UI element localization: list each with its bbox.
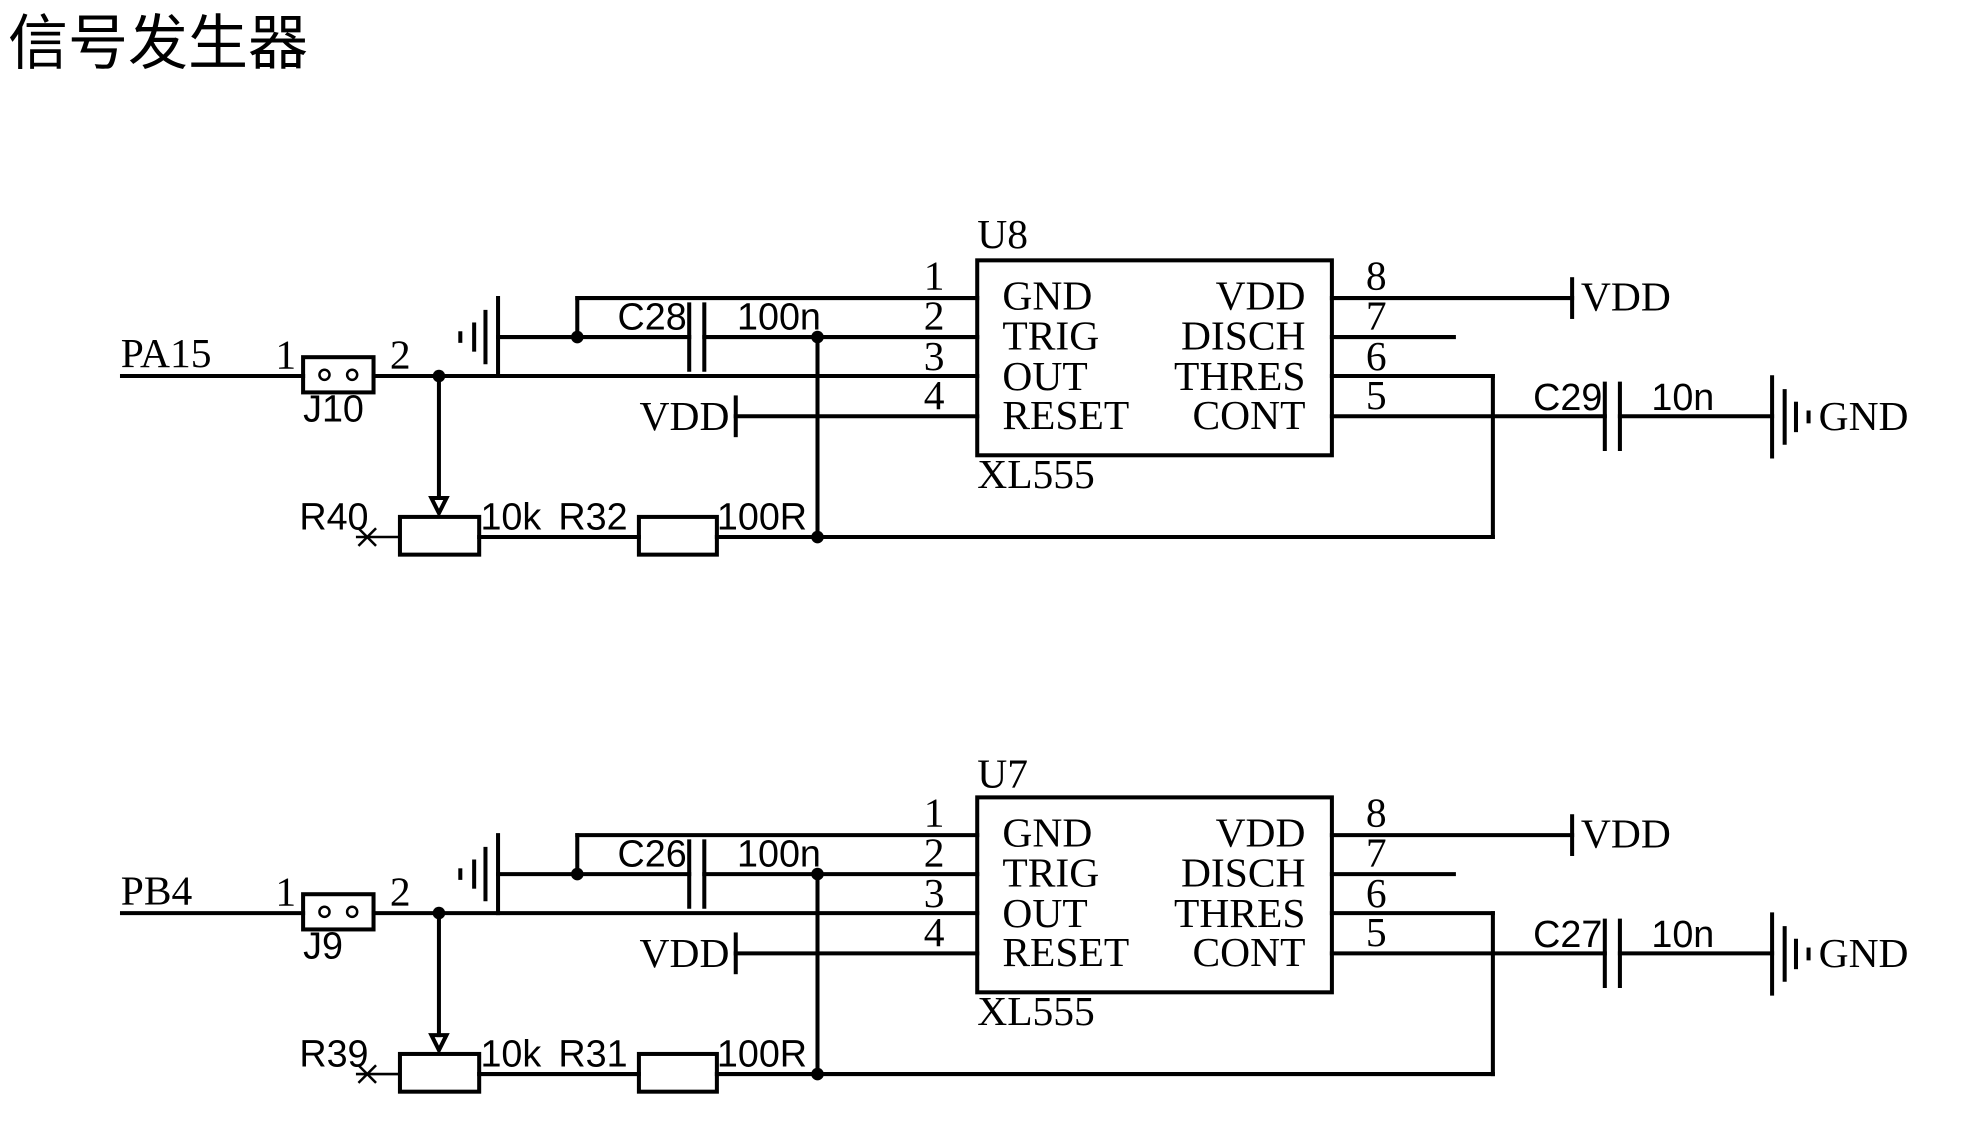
resistor-value: 100R [717, 1033, 807, 1075]
pin-number: 3 [924, 870, 945, 916]
pot-ref: R40 [299, 495, 368, 537]
cap-cont-value: 10n [1651, 913, 1714, 955]
pin-number: 2 [924, 830, 945, 876]
pin-name: TRIG [1002, 850, 1099, 896]
pot-ref: R39 [299, 1033, 368, 1075]
vdd-reset-label: VDD [640, 930, 730, 976]
pin-number: 6 [1366, 870, 1387, 916]
vdd-reset-label: VDD [640, 393, 730, 439]
pin-name: DISCH [1181, 850, 1306, 896]
circuit-u8: U8 XL555 PA15 1 2 J10 C28 100n R40 10k R… [121, 211, 1909, 555]
page-title: 信号发生器 [8, 9, 308, 79]
pin-name: RESET [1002, 392, 1129, 438]
pin-number: 7 [1366, 830, 1387, 876]
pin-number: 5 [1366, 909, 1387, 955]
pin-number: 6 [1366, 333, 1387, 379]
chip-part: XL555 [977, 988, 1095, 1034]
pin-number: 8 [1366, 252, 1387, 298]
chip-ref: U8 [977, 211, 1028, 257]
pin-number: 1 [924, 789, 945, 835]
vdd-out-label: VDD [1581, 274, 1671, 320]
pin-number: 4 [924, 372, 945, 418]
cap-trig-ref: C26 [618, 833, 687, 875]
jumper-pin-2: 2 [390, 869, 411, 915]
pot-value: 10k [480, 495, 541, 537]
pin-number: 4 [924, 909, 945, 955]
cap-trig-ref: C28 [618, 296, 687, 338]
cap-trig-value: 100n [737, 833, 821, 875]
pin-name: CONT [1193, 392, 1306, 438]
jumper-pin-1: 1 [275, 332, 296, 378]
jumper-ref: J10 [303, 387, 364, 429]
vdd-out-label: VDD [1581, 811, 1671, 857]
jumper-pin-2: 2 [390, 332, 411, 378]
gnd-label: GND [1819, 393, 1909, 439]
pin-number: 7 [1366, 293, 1387, 339]
pin-number: 5 [1366, 372, 1387, 418]
resistor-ref: R31 [558, 1033, 627, 1075]
pin-name: GND [1002, 272, 1092, 318]
input-net-label: PB4 [121, 867, 193, 913]
jumper-ref: J9 [303, 924, 343, 966]
pot-value: 10k [480, 1033, 541, 1075]
pin-name: OUT [1002, 353, 1087, 399]
pin-name: VDD [1216, 272, 1306, 318]
pin-number: 2 [924, 293, 945, 339]
pin-name: CONT [1193, 929, 1306, 975]
input-net-label: PA15 [121, 330, 212, 376]
chip-part: XL555 [977, 451, 1095, 497]
gnd-label: GND [1819, 930, 1909, 976]
cap-cont-ref: C29 [1533, 376, 1602, 418]
resistor-value: 100R [717, 495, 807, 537]
pin-name: VDD [1216, 809, 1306, 855]
pin-name: OUT [1002, 890, 1087, 936]
cap-cont-value: 10n [1651, 376, 1714, 418]
pin-name: TRIG [1002, 313, 1099, 359]
pin-name: THRES [1174, 353, 1305, 399]
pin-number: 1 [924, 252, 945, 298]
pin-name: GND [1002, 809, 1092, 855]
chip-ref: U7 [977, 750, 1028, 796]
pin-number: 3 [924, 333, 945, 379]
circuit-u7: U7 XL555 PB4 1 2 J9 C26 100n R39 10k R31… [121, 750, 1909, 1091]
jumper-pin-1: 1 [275, 869, 296, 915]
pin-name: DISCH [1181, 313, 1306, 359]
pin-number: 8 [1366, 789, 1387, 835]
cap-trig-value: 100n [737, 296, 821, 338]
cap-cont-ref: C27 [1533, 913, 1602, 955]
resistor-ref: R32 [558, 495, 627, 537]
pin-name: RESET [1002, 929, 1129, 975]
pin-name: THRES [1174, 890, 1305, 936]
